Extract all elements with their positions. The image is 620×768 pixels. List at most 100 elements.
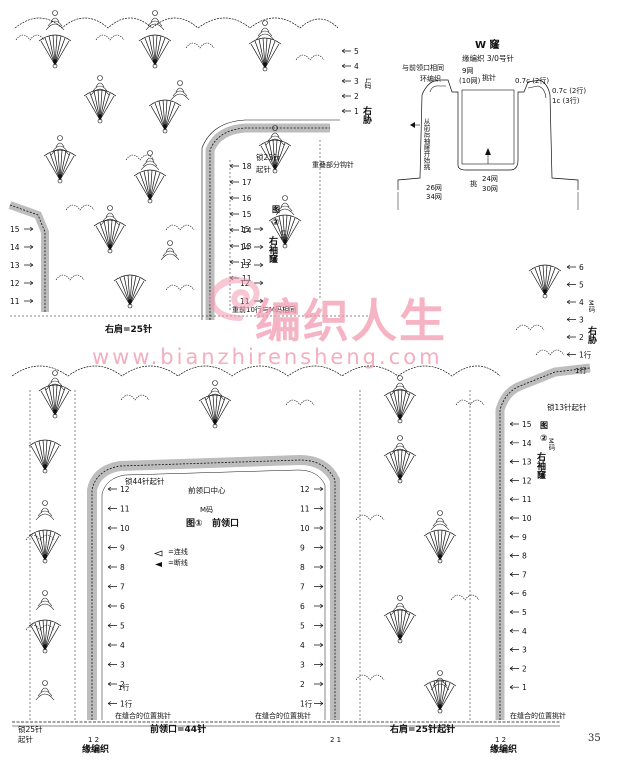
row-arrow-bottom-left — [107, 584, 117, 589]
row-number-bottom-top-right: 6 — [579, 263, 584, 272]
row-number-top-mid: 18 — [242, 162, 252, 171]
row-number-bottom-mid: 11 — [300, 505, 310, 514]
row-arrow-bottom-mid — [314, 525, 324, 531]
top-repeat-note: 重前10行与M码相同 — [232, 305, 296, 314]
inset-match-front: 与前领口相同 — [402, 63, 444, 72]
top-size-l-2: L码 — [279, 230, 287, 241]
pick-seam-mid: 在缝合的位置挑针 — [255, 711, 311, 720]
row-number-bottom-top-right: 2 — [579, 333, 584, 342]
inset-07c-a: 0.7c (2行) — [515, 76, 549, 85]
row-arrow-top-left — [24, 280, 34, 286]
row-number-top-mid: 11 — [242, 274, 252, 283]
inset-07c-b: 0.7c (2行) — [552, 86, 586, 95]
row-arrow-bottom-left — [107, 623, 117, 628]
row-arrow-bottom-right — [509, 421, 519, 427]
row-number-bottom-top-right: 1行 — [579, 350, 592, 360]
row-number-bottom-left: 7 — [120, 583, 125, 592]
pick-seam-left: 在缝合的位置挑针 — [115, 711, 171, 720]
watermark-brand: 编织人生 — [255, 294, 447, 348]
row-arrow-bottom-right — [509, 572, 519, 577]
row-number-bottom-mid: 12 — [300, 485, 310, 494]
legend-solid: =连线 — [168, 547, 188, 556]
row-arrow-top-left — [24, 226, 34, 232]
row-arrow-bottom-mid — [314, 506, 324, 511]
inset-pick: 挑针 — [482, 73, 496, 82]
row-number-bottom-mid: 9 — [300, 544, 305, 553]
watermark-logo — [195, 268, 285, 328]
row-number-top-right: 5 — [354, 47, 359, 56]
inset-w-diagram — [397, 79, 579, 210]
row-number-bottom-mid: 5 — [300, 622, 305, 631]
row-arrow-top-mid — [229, 243, 239, 249]
row-number-top-left: 12 — [10, 279, 20, 288]
row-arrow-bottom-left — [107, 564, 117, 570]
num-21: 2 1 — [330, 736, 341, 744]
row-arrow-top-mid — [229, 227, 239, 233]
row-arrow-bottom-top-right — [566, 299, 576, 305]
row-arrow-bottom-right — [509, 590, 519, 596]
bottom-fig2-c: 右袖窿 — [535, 451, 547, 480]
row-arrow-bottom-top-right — [566, 352, 576, 357]
row-number-bottom-right: 10 — [522, 514, 532, 523]
row-number-top-mid: 16 — [242, 194, 252, 203]
bottom-fig1-b: 前领口 — [212, 517, 239, 529]
chain25-b: 起针 — [18, 734, 33, 744]
row-number-bottom-right: 6 — [522, 589, 527, 598]
row-arrow-bottom-mid — [314, 564, 324, 570]
row-number-top-mid: 15 — [242, 210, 252, 219]
row-arrow-bottom-mid — [314, 603, 324, 609]
row-number-top-mid: 13 — [242, 242, 252, 251]
row-number-bottom-right: 15 — [522, 420, 532, 429]
row-arrow-top-left — [24, 298, 34, 304]
inset-ring: 环编织 — [420, 74, 441, 83]
row-arrow-bottom-right — [509, 515, 519, 521]
row-number-bottom-right: 1 — [522, 683, 527, 692]
row-number-bottom-left: 2 — [120, 680, 125, 689]
row-number-bottom-mid: 2 — [300, 680, 305, 689]
row-arrow-top-mid — [229, 195, 239, 201]
row-number-bottom-top-right: 4 — [579, 298, 584, 307]
border-left: 缘编织 — [82, 743, 109, 755]
row-number-bottom-left: 3 — [120, 661, 125, 670]
top-overlap: 重叠部分钩针 — [312, 160, 354, 169]
row-arrow-top-right — [341, 78, 351, 84]
row-number-bottom-left: 4 — [120, 641, 125, 650]
row-number-bottom-right: 14 — [522, 439, 532, 448]
row-number-top-left: 14 — [10, 243, 20, 252]
bottom-fig1-a: 图① — [186, 518, 203, 529]
top-right-side: 右胁 — [361, 105, 373, 125]
inset-title: W 窿 — [475, 38, 501, 51]
row-number-bottom-right: 12 — [522, 476, 532, 485]
row-arrow-top-left — [24, 244, 34, 250]
row-number-top-right: 4 — [354, 62, 359, 71]
row-arrow-bottom-top-right — [566, 282, 576, 287]
row-number-bottom-right: 11 — [522, 495, 532, 504]
labels: W 窿 缘编织 3/0号针 与前领口相同 环编织 9网 (10网) 挑针 0.7… — [18, 38, 598, 755]
row-arrow-bottom-right — [509, 478, 519, 483]
row-arrow-bottom-left — [107, 603, 117, 609]
row-number-bottom-left: 6 — [120, 602, 125, 611]
inset-pick2: 挑 — [470, 179, 477, 188]
row-arrow-top-mid-left — [254, 262, 264, 268]
row-arrow-top-left — [24, 262, 34, 268]
row-number-bottom-mid: 7 — [300, 583, 305, 592]
neck-width: 前领口=44针 — [150, 723, 206, 735]
bottom-row1-right: 1行 — [575, 366, 586, 375]
row-arrow-bottom-mid — [314, 623, 324, 628]
inset-1c: 1c (3行) — [552, 96, 580, 105]
top-size-l: L码 — [364, 78, 372, 90]
bottom-chain44: 锁44针起针 — [125, 476, 165, 486]
row-number-bottom-left: 12 — [120, 485, 130, 494]
row-number-bottom-mid: 3 — [300, 661, 305, 670]
row-arrow-top-mid-left — [254, 244, 264, 250]
inset-24net: 24网 — [482, 175, 498, 183]
row-arrow-top-mid — [229, 259, 239, 265]
row-number-top-mid: 12 — [242, 258, 252, 267]
row-arrow-bottom-left — [107, 681, 117, 687]
row-arrow-bottom-right — [509, 459, 519, 464]
row-arrow-bottom-mid — [314, 701, 324, 706]
row-number-top-mid: 14 — [242, 226, 252, 235]
row-arrow-bottom-left — [107, 486, 117, 492]
num-12: 1 2 — [88, 736, 99, 744]
